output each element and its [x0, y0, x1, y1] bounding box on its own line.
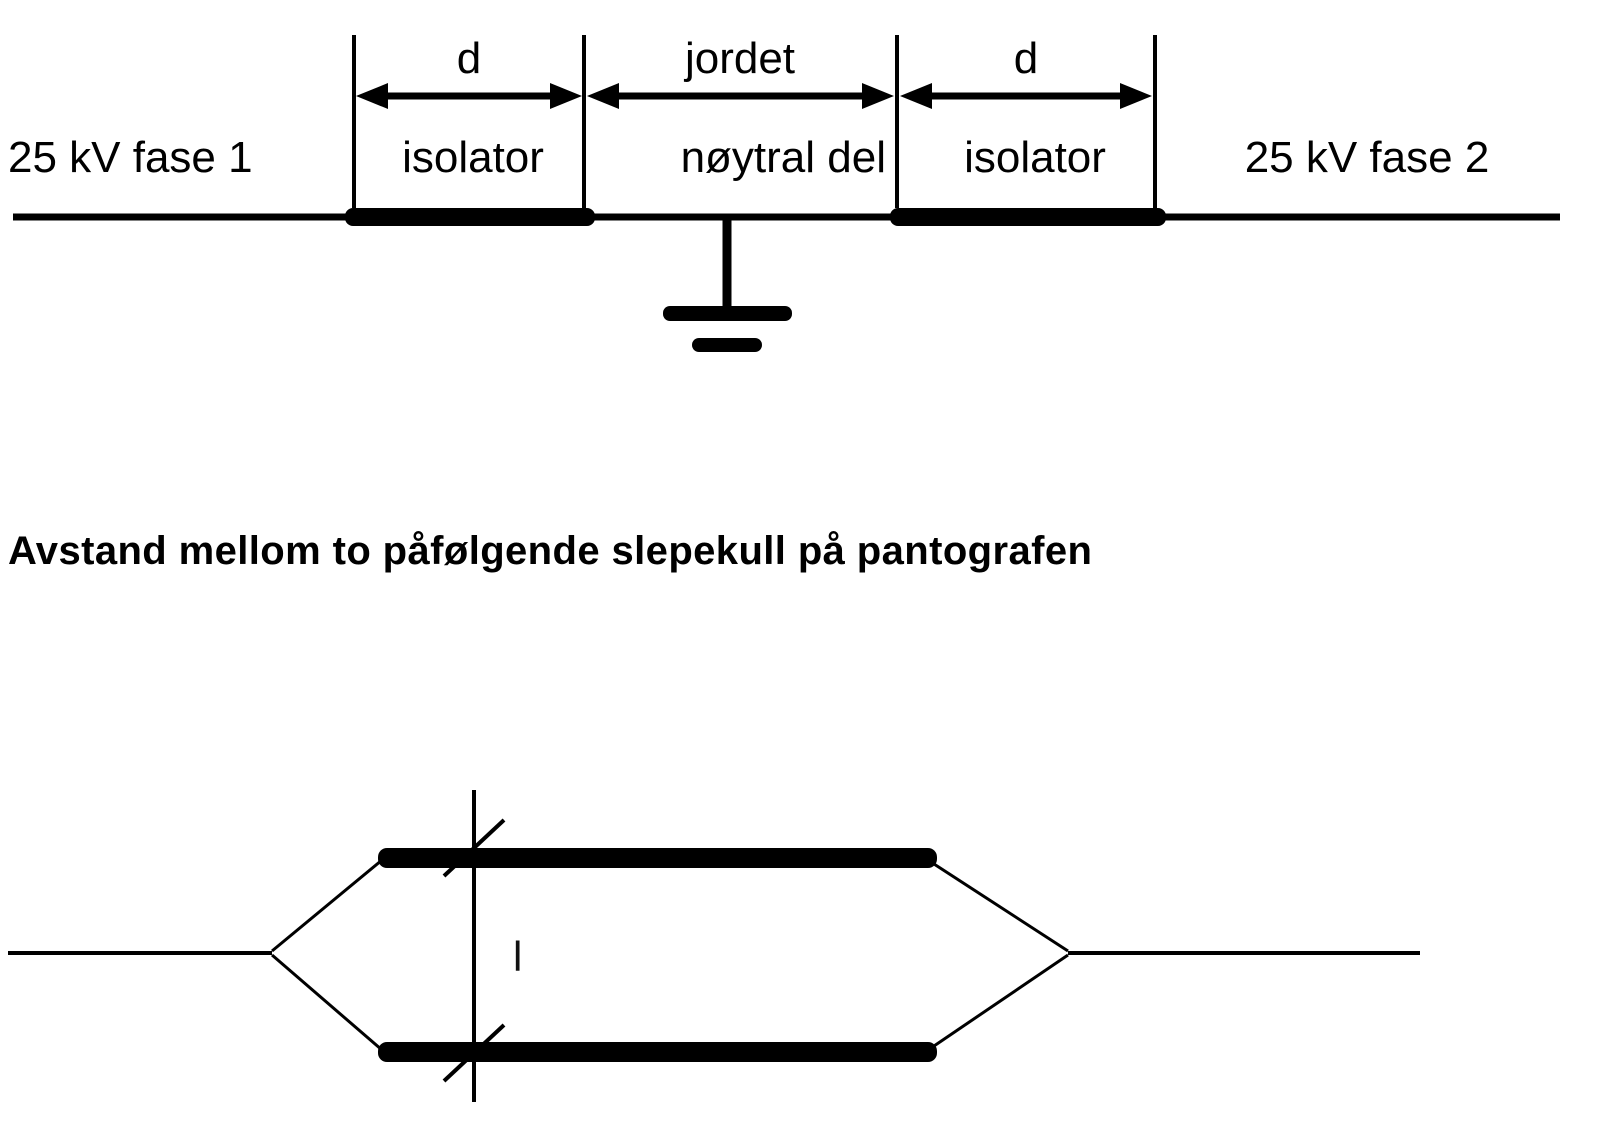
pantograph-diagram: l [8, 790, 1420, 1102]
arrowhead-left-icon [356, 83, 388, 109]
strip-distance-label: l [513, 933, 522, 980]
isolator-left-label: isolator [402, 133, 544, 182]
phase-separation-diagram: d jordet d 25 kV fase 1 isolator nøytral… [8, 34, 1560, 352]
neutral-section-label: nøytral del [681, 133, 886, 182]
horn-right-top [933, 862, 1069, 953]
phase-1-label: 25 kV fase 1 [8, 133, 253, 182]
arrowhead-right-icon [1120, 83, 1152, 109]
dim-label-d-right: d [1014, 34, 1038, 83]
isolator-right-label: isolator [964, 133, 1106, 182]
ground-bar-short [692, 338, 762, 352]
contact-strip-top [378, 848, 937, 868]
arrowhead-left-icon [900, 83, 932, 109]
dimension-tick-top [442, 818, 506, 878]
arrowhead-left-icon [587, 83, 619, 109]
dimension-arrow-jordet [587, 83, 894, 109]
horn-left-bottom [271, 953, 383, 1052]
isolator-bar-right [890, 208, 1166, 226]
ground-symbol-icon [663, 218, 792, 352]
arrowhead-right-icon [550, 83, 582, 109]
contact-strip-bottom [378, 1042, 937, 1062]
dimension-tick-bottom [442, 1023, 506, 1083]
isolator-bar-left [345, 208, 595, 226]
phase-2-label: 25 kV fase 2 [1245, 133, 1490, 182]
horn-left-top [271, 858, 383, 953]
section-heading: Avstand mellom to påfølgende slepekull p… [8, 529, 1093, 573]
dimension-arrow-d-right [900, 83, 1152, 109]
arrowhead-right-icon [862, 83, 894, 109]
dim-label-jordet: jordet [683, 34, 795, 83]
ground-bar-long [663, 306, 792, 321]
dimension-arrow-d-left [356, 83, 582, 109]
dim-label-d-left: d [457, 34, 481, 83]
horn-right-bottom [933, 953, 1069, 1048]
